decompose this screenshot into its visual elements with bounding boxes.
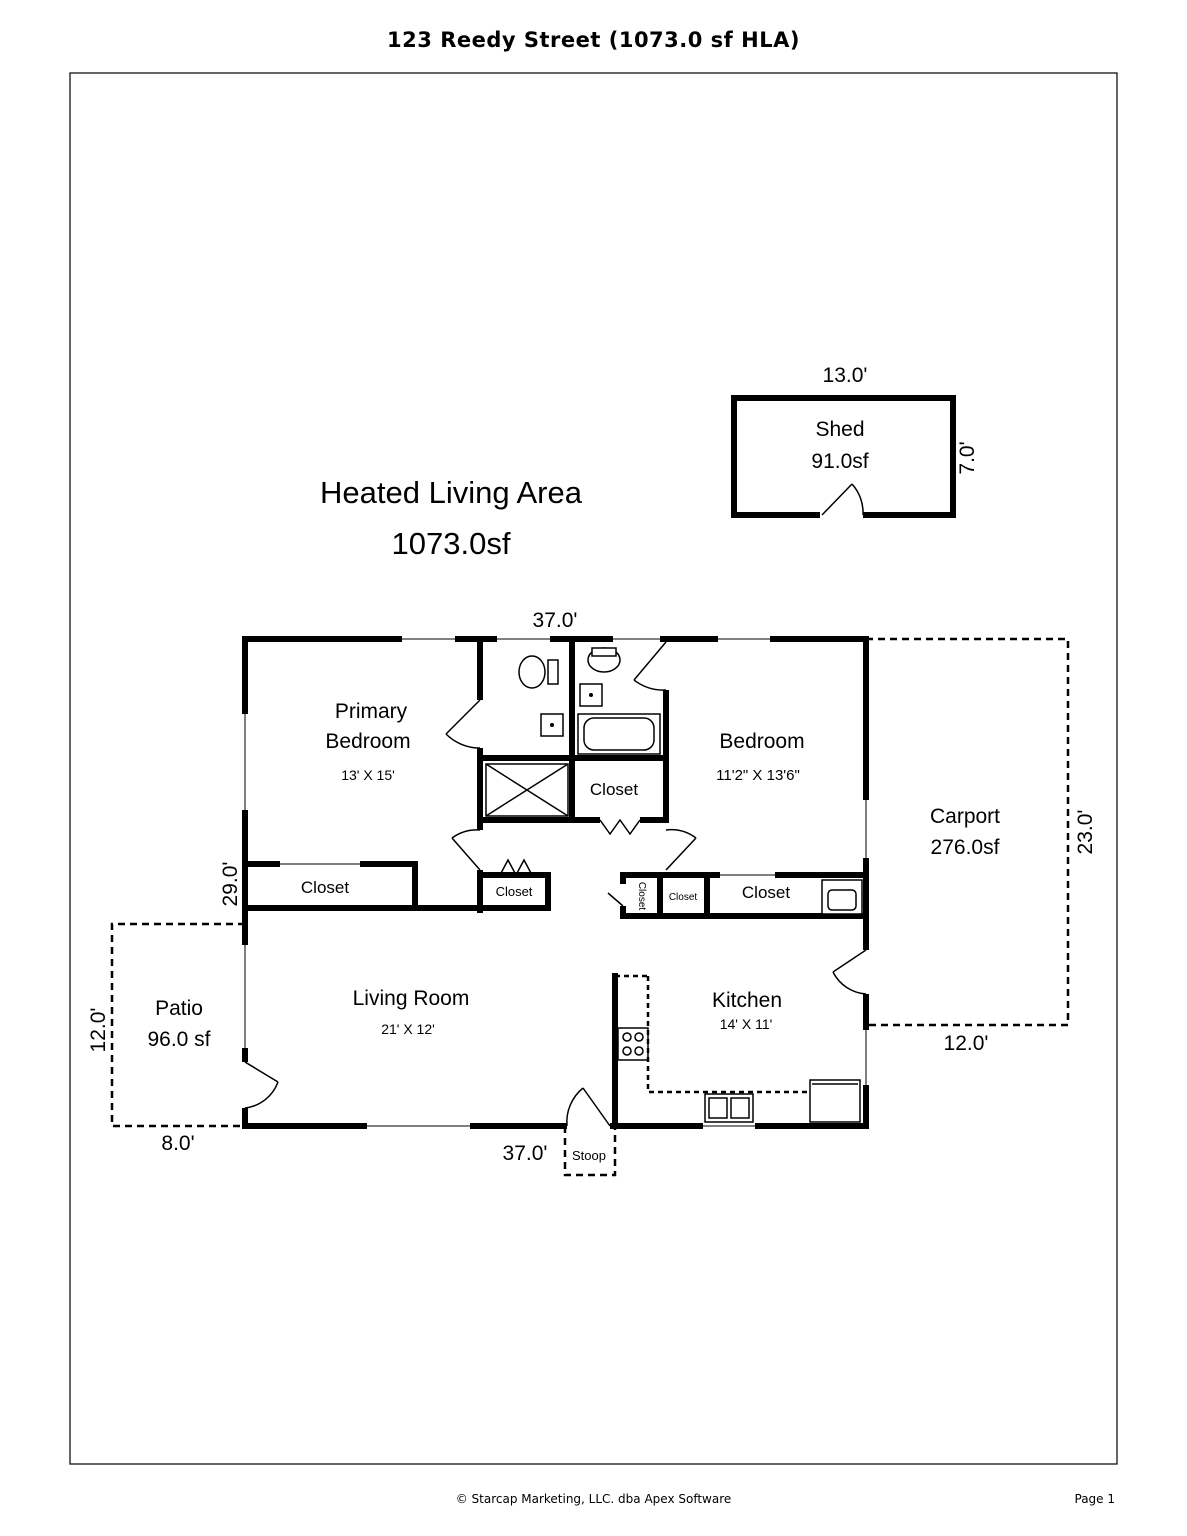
patio-width-dimension: 8.0' <box>161 1132 194 1155</box>
fixtures <box>485 647 863 1123</box>
bedroom-label: Bedroom <box>719 730 804 753</box>
house-bottom-dimension: 37.0' <box>503 1142 548 1165</box>
living-room-label: Living Room <box>353 987 470 1010</box>
shed-label: Shed <box>815 418 864 441</box>
primary-bedroom-label-line1: Primary <box>335 700 408 723</box>
bath-closet-label: Closet <box>590 780 638 799</box>
toilet-icon <box>587 647 621 673</box>
hall-closet-label: Closet <box>496 884 533 899</box>
carport-depth-dimension: 23.0' <box>1074 810 1097 855</box>
kitchen-label: Kitchen <box>712 989 782 1012</box>
interior-walls <box>242 636 869 1129</box>
shed <box>731 395 956 519</box>
patio-area: 96.0 sf <box>147 1028 210 1051</box>
patio-depth-dimension: 12.0' <box>87 1008 110 1053</box>
footer-page-number: Page 1 <box>1074 1492 1116 1506</box>
shed-depth-dimension: 7.0' <box>956 441 979 474</box>
kitchen-size: 14' X 11' <box>720 1016 773 1032</box>
carport-width-dimension: 12.0' <box>944 1032 989 1055</box>
range-icon <box>617 1027 649 1061</box>
windows <box>241 635 870 1130</box>
stoop-outline <box>563 1126 617 1177</box>
primary-closet-label: Closet <box>301 878 349 897</box>
primary-bedroom-label-line2: Bedroom <box>325 730 410 753</box>
patio-outline <box>110 922 245 1128</box>
shower-icon <box>485 763 569 817</box>
sink-icon <box>540 713 564 737</box>
carport-label: Carport <box>930 805 1000 828</box>
bedroom-closet-label: Closet <box>742 883 790 902</box>
footer-copyright: © Starcap Marketing, LLC. dba Apex Softw… <box>455 1492 732 1506</box>
bedroom-size: 11'2" X 13'6" <box>716 767 800 784</box>
patio-label: Patio <box>155 997 203 1020</box>
page-frame <box>69 72 1118 1465</box>
heated-area-value: 1073.0sf <box>392 526 511 561</box>
carport-outline <box>866 637 1070 1027</box>
shed-door-leaf <box>821 483 853 516</box>
washer-icon <box>821 879 863 915</box>
heated-area-title: Heated Living Area <box>320 475 583 510</box>
sink-icon <box>579 683 603 707</box>
refrigerator-icon <box>809 1079 861 1123</box>
kitchen-sink-icon <box>704 1093 754 1123</box>
vertical-closet-label: Closet <box>636 882 647 911</box>
bathtub-icon <box>577 713 661 755</box>
house-top-dimension: 37.0' <box>533 609 578 632</box>
living-room-size: 21' X 12' <box>381 1021 435 1037</box>
stoop-label: Stoop <box>572 1148 606 1163</box>
small-closet-label: Closet <box>669 892 698 903</box>
shed-width-dimension: 13.0' <box>823 364 868 387</box>
shed-door-swing <box>851 483 864 516</box>
shed-area: 91.0sf <box>811 450 868 473</box>
house-left-dimension: 29.0' <box>219 862 242 907</box>
primary-bedroom-size: 13' X 15' <box>341 767 395 783</box>
page-title: 123 Reedy Street (1073.0 sf HLA) <box>387 28 800 52</box>
doors <box>241 641 870 1130</box>
toilet-icon <box>518 655 559 689</box>
carport-area: 276.0sf <box>931 836 1000 859</box>
